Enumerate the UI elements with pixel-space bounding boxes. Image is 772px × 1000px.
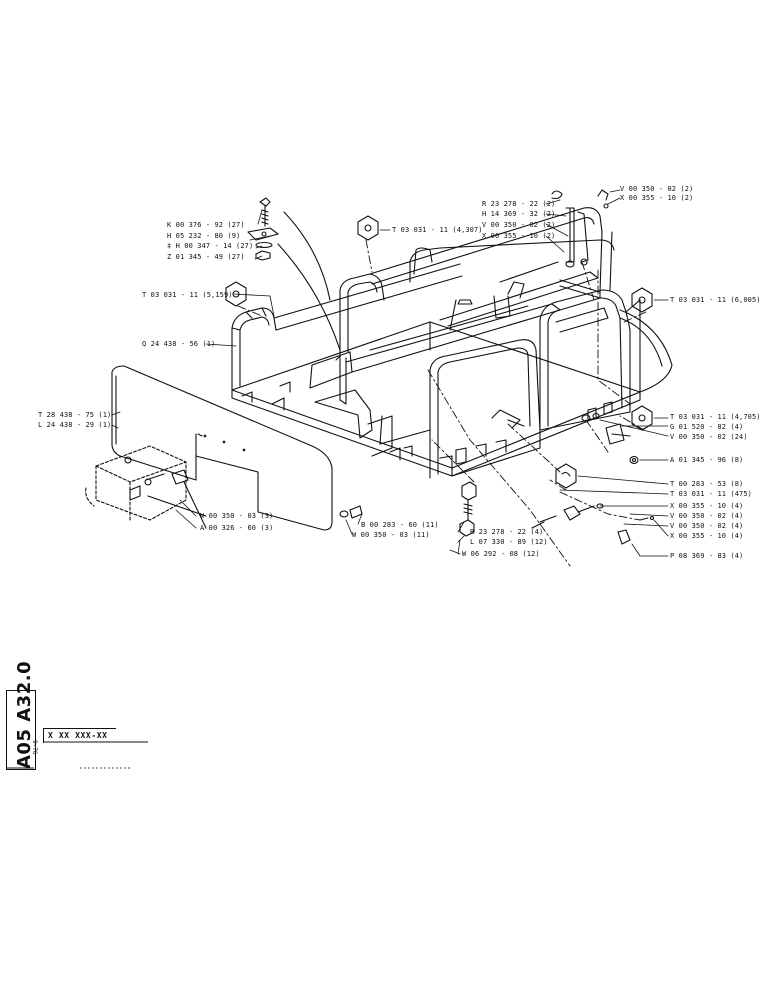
callout-v00350-e: V 00 350 - 02 (4)	[670, 522, 744, 530]
gas-spring	[551, 189, 609, 268]
hinge-fastener-stack	[247, 197, 341, 351]
callout-g01520: G 01 520 - 82 (4)	[670, 423, 744, 431]
callout-v00350-d: V 00 350 - 02 (4)	[670, 512, 744, 520]
right-hardware-cluster	[491, 409, 655, 545]
callout-t03031-b: T 03 031 - 11 (4,307)	[392, 226, 483, 234]
callout-x00355-c: X 00 355 - 10 (4)	[670, 502, 744, 510]
callout-t00283: T 00 283 - 53 (8)	[670, 480, 744, 488]
callout-r23278-a: R 23 278 - 22 (2)	[482, 200, 556, 208]
cross-bars	[345, 261, 601, 373]
callout-k00376: K 00 376 - 92 (27)	[167, 221, 245, 229]
bracket-bolts	[124, 456, 207, 529]
callout-tokens	[225, 215, 653, 489]
front-lower-frame	[241, 339, 613, 479]
corner-bracket	[85, 445, 187, 521]
lower-bolts	[339, 481, 557, 537]
callout-h14369: H 14 369 - 32 (2)	[482, 210, 556, 218]
callout-t03031-d: T 03 031 - 11 (4,705)	[670, 413, 761, 421]
part-number-text: X XX XXX-XX	[48, 731, 108, 740]
callout-x00355-a: X 00 355 - 10 (2)	[482, 232, 556, 240]
callout-x00355-b: X 00 355 - 10 (2)	[620, 194, 694, 202]
rear-frame	[409, 239, 615, 331]
callout-q24438: Q 24 438 - 56 (1)	[142, 340, 216, 348]
front-panel	[111, 365, 333, 531]
callout-w00350-a: W 00 350 - 03 (3)	[200, 512, 274, 520]
callout-w00350-b: W 00 350 - 03 (11)	[352, 531, 430, 539]
sheet-code-vertical: A05 A32.0	[6, 661, 36, 770]
callout-w06292: W 06 292 - 08 (12)	[462, 550, 540, 558]
part-number-box: X XX XXX-XX	[43, 728, 116, 743]
callout-r23278-b: R 23 278 - 22 (4)	[470, 528, 544, 536]
leader-lines	[111, 189, 669, 557]
callout-a01345: A 01 345 - 96 (8)	[670, 456, 744, 464]
middle-frame	[335, 207, 603, 361]
callout-v00350-c: V 00 350 - 02 (24)	[670, 433, 748, 441]
callout-h00347: ‡ H 00 347 - 14 (27)	[167, 242, 254, 250]
explosion-lines	[237, 239, 647, 567]
left-front-frame	[231, 263, 463, 405]
callout-a00326: A 00 326 - 60 (3)	[200, 524, 274, 532]
callout-b00283: B 00 283 - 60 (11)	[361, 521, 439, 529]
callout-t03031-e: T 03 031 - 11 (475)	[670, 490, 752, 498]
callout-l07330: L 07 330 - 89 (12)	[470, 538, 548, 546]
callout-t03031-c: T 03 031 - 11 (6,005)	[670, 296, 761, 304]
callout-t28438: T 28 438 - 75 (1)	[38, 411, 112, 419]
callout-x00355-d: X 00 355 - 10 (4)	[670, 532, 744, 540]
callout-v00350-b: V 00 350 - 02 (2)	[620, 185, 694, 193]
callout-z01345: Z 01 345 - 49 (27)	[167, 253, 245, 261]
callout-h05232: H 05 232 - 80 (9)	[167, 232, 241, 240]
callout-l24438: L 24 438 - 29 (1)	[38, 421, 112, 429]
callout-v00350-a: V 00 350 - 02 (2)	[482, 221, 556, 229]
callout-p08369: P 08 369 - 83 (4)	[670, 552, 744, 560]
callout-t03031-a: T 03 031 - 11 (5,159)	[142, 291, 233, 299]
